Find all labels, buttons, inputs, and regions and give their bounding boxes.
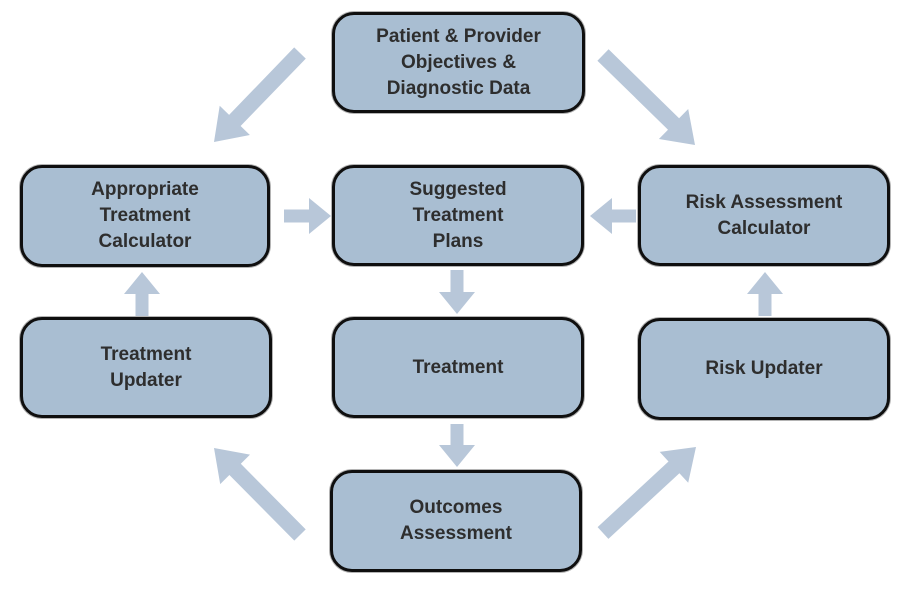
arrow-outcomes-assessment-to-risk-updater [597,447,696,539]
node-label: Suggested Treatment Plans [409,178,507,252]
node-treatment-updater: Treatment Updater [20,317,272,418]
node-outcomes-assessment: Outcomes Assessment [330,470,582,572]
node-label: Appropriate Treatment Calculator [91,179,199,252]
arrow-treatment-to-outcomes-assessment [439,424,475,467]
arrow-suggested-plans-to-treatment [439,270,475,314]
node-treatment: Treatment [332,317,584,418]
node-label: Risk Assessment Calculator [685,191,843,239]
node-risk-updater: Risk Updater [638,318,890,420]
arrow-appropriate-treatment-calculator-to-suggested-plans [284,198,331,234]
arrow-risk-assessment-calculator-to-suggested-plans [590,198,636,234]
node-appropriate-treatment-calculator: Appropriate Treatment Calculator [20,165,270,267]
node-label: Risk Updater [705,358,823,379]
node-label: Patient & Provider Objectives & Diagnost… [376,25,541,99]
node-patient-provider-objectives: Patient & Provider Objectives & Diagnost… [332,12,585,113]
arrow-treatment-updater-to-appropriate-treatment-calculator [124,272,160,316]
arrow-objectives-to-risk-assessment-calculator [597,49,695,145]
node-label: Treatment [412,356,504,378]
node-label: Treatment Updater [100,343,192,391]
arrow-risk-updater-to-risk-assessment-calculator [747,272,783,316]
node-suggested-treatment-plans: Suggested Treatment Plans [332,165,584,266]
arrow-outcomes-assessment-to-treatment-updater [214,448,306,541]
node-label: Outcomes Assessment [400,497,512,544]
arrow-objectives-to-appropriate-treatment-calculator [214,47,306,142]
node-risk-assessment-calculator: Risk Assessment Calculator [638,165,890,266]
